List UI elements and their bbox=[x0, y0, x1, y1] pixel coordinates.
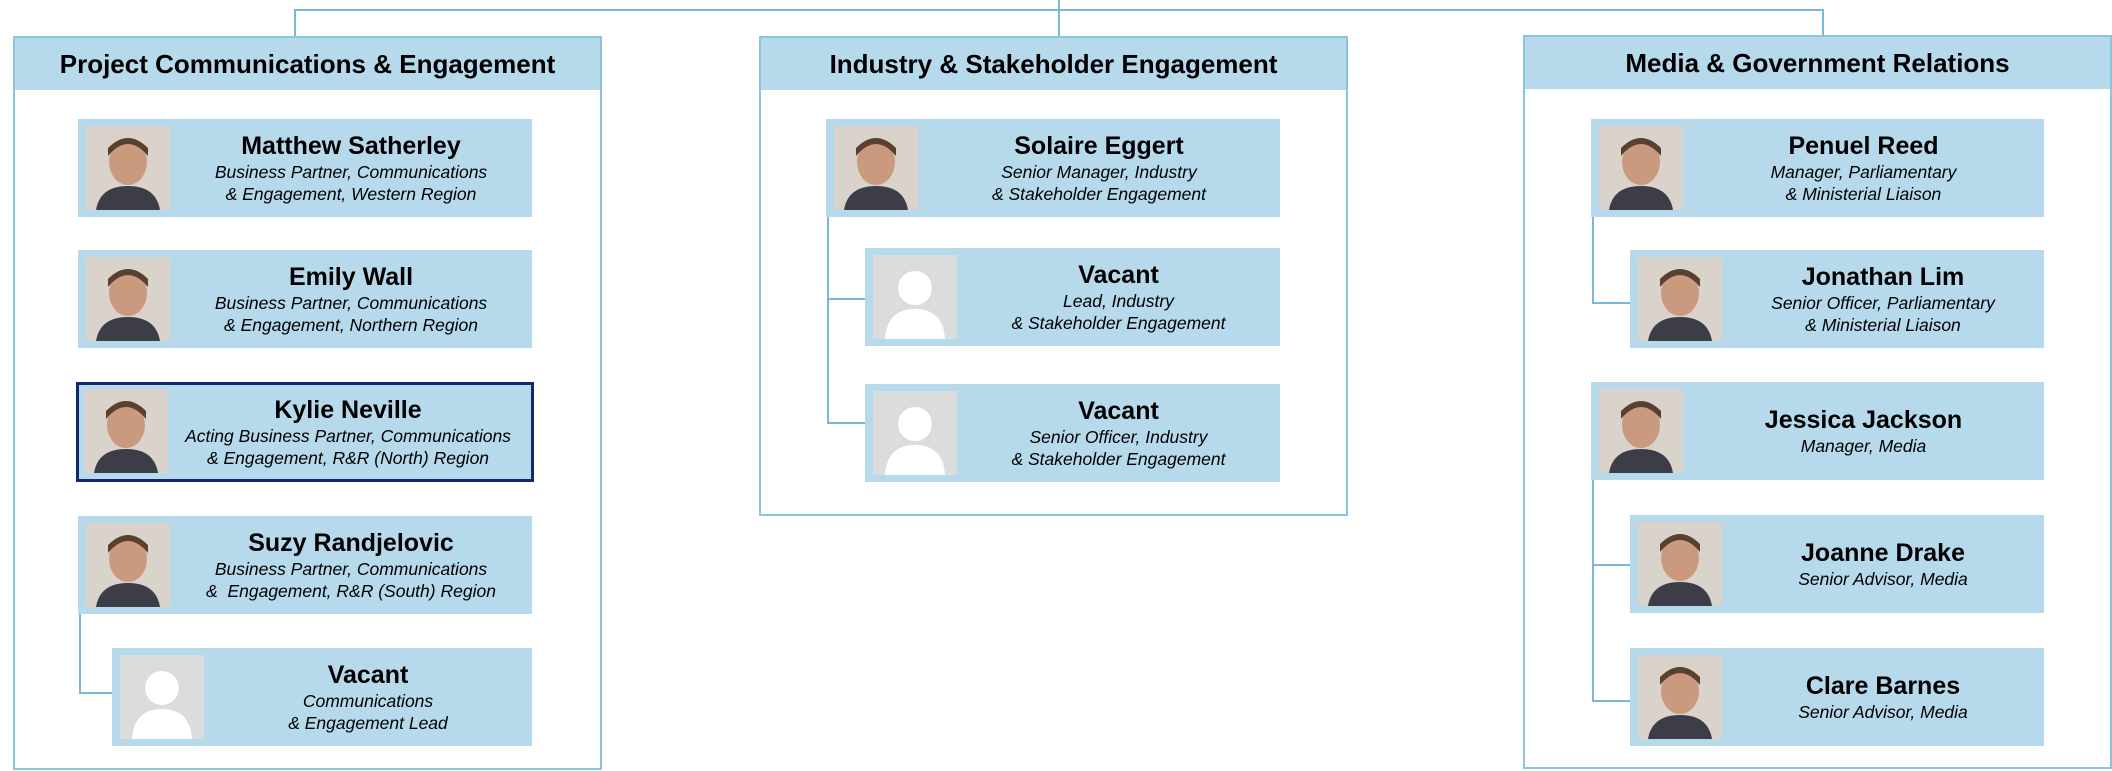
person-role: Lead, Industry & Stakeholder Engagement bbox=[1011, 291, 1226, 333]
connector-report-line bbox=[79, 612, 81, 694]
person-role: Communications & Engagement Lead bbox=[288, 691, 448, 733]
connector-report-branch bbox=[1592, 700, 1630, 702]
person-role: Acting Business Partner, Communications … bbox=[185, 426, 511, 468]
connector-top-horizontal bbox=[294, 9, 1824, 11]
person-name: Kylie Neville bbox=[274, 396, 422, 424]
portrait-photo bbox=[1638, 522, 1722, 606]
placeholder-avatar bbox=[873, 255, 957, 339]
connector-report-line bbox=[827, 217, 829, 424]
person-name: Joanne Drake bbox=[1801, 539, 1965, 567]
person-name: Matthew Satherley bbox=[241, 132, 461, 160]
person-role: Senior Manager, Industry & Stakeholder E… bbox=[991, 162, 1207, 204]
person-role: Senior Officer, Parliamentary & Minister… bbox=[1771, 293, 1995, 335]
section-title: Project Communications & Engagement bbox=[15, 38, 600, 90]
connector-report-branch bbox=[827, 298, 865, 300]
person-name: Clare Barnes bbox=[1805, 672, 1961, 700]
section-title: Industry & Stakeholder Engagement bbox=[761, 38, 1346, 90]
portrait-photo bbox=[86, 126, 170, 210]
connector-report-branch bbox=[827, 422, 865, 424]
portrait-photo bbox=[84, 389, 168, 473]
connector-right-drop bbox=[1822, 9, 1824, 36]
portrait-photo bbox=[86, 523, 170, 607]
placeholder-avatar bbox=[873, 391, 957, 475]
person-name: Jessica Jackson bbox=[1764, 406, 1963, 434]
person-name: Vacant bbox=[327, 661, 409, 689]
person-role: Senior Advisor, Media bbox=[1798, 569, 1968, 589]
person-name: Suzy Randjelovic bbox=[248, 529, 454, 557]
person-role: Manager, Media bbox=[1800, 436, 1927, 456]
person-role: Senior Advisor, Media bbox=[1798, 702, 1968, 722]
connector-report-branch bbox=[1592, 302, 1630, 304]
connector-left-drop bbox=[294, 9, 296, 36]
portrait-photo bbox=[834, 126, 918, 210]
person-name: Vacant bbox=[1078, 261, 1159, 289]
placeholder-avatar bbox=[120, 655, 204, 739]
connector-report-line bbox=[1592, 480, 1594, 702]
connector-top-vertical bbox=[1058, 0, 1060, 36]
person-name: Vacant bbox=[1078, 397, 1159, 425]
person-name: Penuel Reed bbox=[1788, 132, 1939, 160]
section-title: Media & Government Relations bbox=[1525, 37, 2110, 89]
person-name: Jonathan Lim bbox=[1801, 263, 1965, 291]
person-role: Business Partner, Communications & Engag… bbox=[206, 559, 496, 601]
portrait-photo bbox=[1599, 389, 1683, 473]
person-role: Business Partner, Communications & Engag… bbox=[214, 293, 488, 335]
portrait-photo bbox=[1638, 257, 1722, 341]
connector-report-branch bbox=[1592, 564, 1630, 566]
connector-report-branch bbox=[79, 692, 112, 694]
portrait-photo bbox=[1638, 655, 1722, 739]
person-role: Business Partner, Communications & Engag… bbox=[214, 162, 488, 204]
connector-report-line bbox=[1592, 217, 1594, 304]
person-role: Manager, Parliamentary & Ministerial Lia… bbox=[1770, 162, 1957, 204]
person-name: Solaire Eggert bbox=[1014, 132, 1184, 160]
portrait-photo bbox=[1599, 126, 1683, 210]
portrait-photo bbox=[86, 257, 170, 341]
person-name: Emily Wall bbox=[288, 263, 414, 291]
person-role: Senior Officer, Industry & Stakeholder E… bbox=[1011, 427, 1226, 469]
